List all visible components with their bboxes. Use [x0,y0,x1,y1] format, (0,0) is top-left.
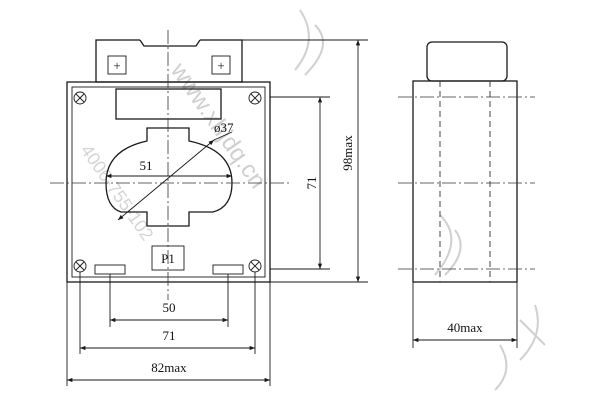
corner-screw-icon [248,259,262,273]
cross-window [105,127,233,227]
front-dimensions: ø37 51 71 98max 50 71 82max [66,39,368,386]
terminal-right [211,55,231,75]
terminal-block-notch [140,39,200,45]
corner-screw-icon [248,91,262,105]
transformer-body [66,81,271,283]
watermark-phone: 4006-755-102 [77,141,158,244]
transformer-body-inner [71,86,266,278]
dim-height-overall: 98max [340,135,355,171]
dim-diameter: ø37 [214,120,234,135]
watermark-logo-marks [294,9,546,391]
terminal-left [107,55,127,75]
mount-slot-left [94,264,126,275]
front-view: + + P1 [50,30,290,300]
corner-screw-icon [73,259,87,273]
terminal-right-symbol: + [217,58,224,73]
dim-height-inner: 71 [304,177,319,190]
corner-screw-icon [73,91,87,105]
dim-window-width: 51 [140,158,153,173]
side-view: 40max [398,41,535,348]
dim-bottom-71: 71 [163,328,176,343]
dim-bottom-82: 82max [151,360,187,375]
side-body [412,80,518,283]
mount-slot-right [212,264,244,275]
terminal-left-symbol: + [113,58,120,73]
dim-side-width: 40max [447,320,483,335]
nameplate [115,88,222,120]
dim-bottom-50: 50 [163,300,176,315]
side-terminal-cap [426,41,508,82]
